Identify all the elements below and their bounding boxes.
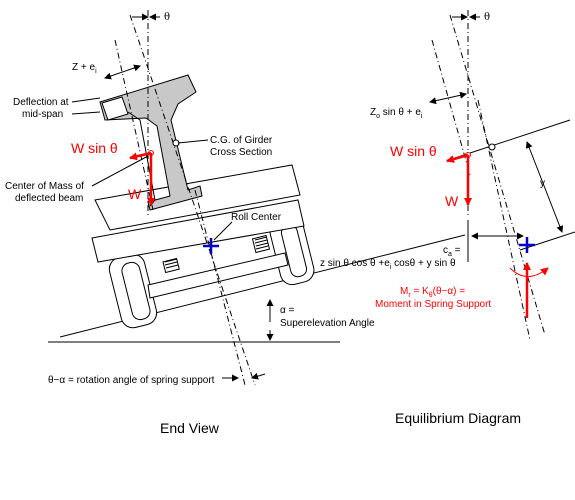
theta-label-eq: θ: [484, 12, 490, 23]
deflection-leader-1: [71, 97, 101, 103]
mr-label: Mr = Kθ(θ−α) =: [400, 286, 465, 299]
eq-cg-point: [488, 143, 496, 151]
z-ei-dimension: [104, 64, 141, 80]
deflection-label-1: Deflection at: [13, 97, 69, 108]
theta-label-endview: θ: [164, 12, 170, 23]
support-bolster: [91, 199, 305, 263]
girder-axis-line: [129, 14, 256, 386]
w-sin-theta-arrow-endview: [129, 151, 152, 161]
eq-slope-line-lower: [519, 231, 575, 251]
w-sin-theta-label-endview: W sin θ: [71, 140, 118, 156]
w-sin-theta-label-eq: W sin θ: [390, 143, 437, 159]
moment-curved-arrow: [509, 267, 549, 277]
deflection-leader-2: [71, 111, 101, 115]
equilibrium-expression: z sin θ cos θ +ei cosθ + y sin θ: [320, 258, 456, 271]
roll-center-marker-eq: [519, 237, 535, 253]
cg-leader: [177, 139, 209, 144]
z-ei-label: Z + ei: [72, 62, 97, 75]
roll-center-marker-endview: [203, 238, 219, 254]
moment-label: Moment in Spring Support: [375, 299, 491, 310]
superelevation-label: Superelevation Angle: [280, 318, 375, 329]
spring-rotation-line: [194, 189, 246, 386]
com-label-2: deflected beam: [15, 193, 83, 204]
eq-slope-line: [454, 119, 571, 159]
y-label: y: [540, 178, 545, 189]
com-label-1: Center of Mass of: [5, 181, 84, 192]
ca-label: ca =: [443, 245, 461, 258]
w-label-endview: W: [128, 186, 142, 202]
eq-axis-line-3: [477, 99, 531, 341]
equilibrium-caption: Equilibrium Diagram: [395, 410, 521, 426]
zo-dimension: [429, 91, 467, 105]
eq-axis-line-2: [431, 39, 471, 176]
cg-label-2: Cross Section: [210, 147, 272, 158]
y-dimension: [525, 141, 564, 233]
deflected-beam-outline: [101, 96, 129, 121]
end-view-caption: End View: [160, 420, 220, 436]
eq-axis-line-1: [449, 14, 546, 336]
com-leader: [91, 155, 149, 187]
rotation-arrow-right: [251, 372, 266, 380]
w-label-eq: W: [445, 193, 459, 209]
cg-label-1: C.G. of Girder: [210, 135, 273, 146]
spring-right: [251, 234, 271, 254]
zo-label: Zo sin θ + ei: [370, 107, 423, 120]
deflection-label-2: mid-span: [22, 109, 63, 120]
alpha-label: α =: [280, 305, 295, 316]
rotation-angle-label: θ−α = rotation angle of spring support: [48, 375, 215, 386]
roll-center-label: Roll Center: [231, 212, 282, 223]
w-sin-theta-arrow-eq: [446, 153, 469, 163]
spring-left: [162, 257, 180, 274]
roll-center-leader: [213, 221, 233, 241]
